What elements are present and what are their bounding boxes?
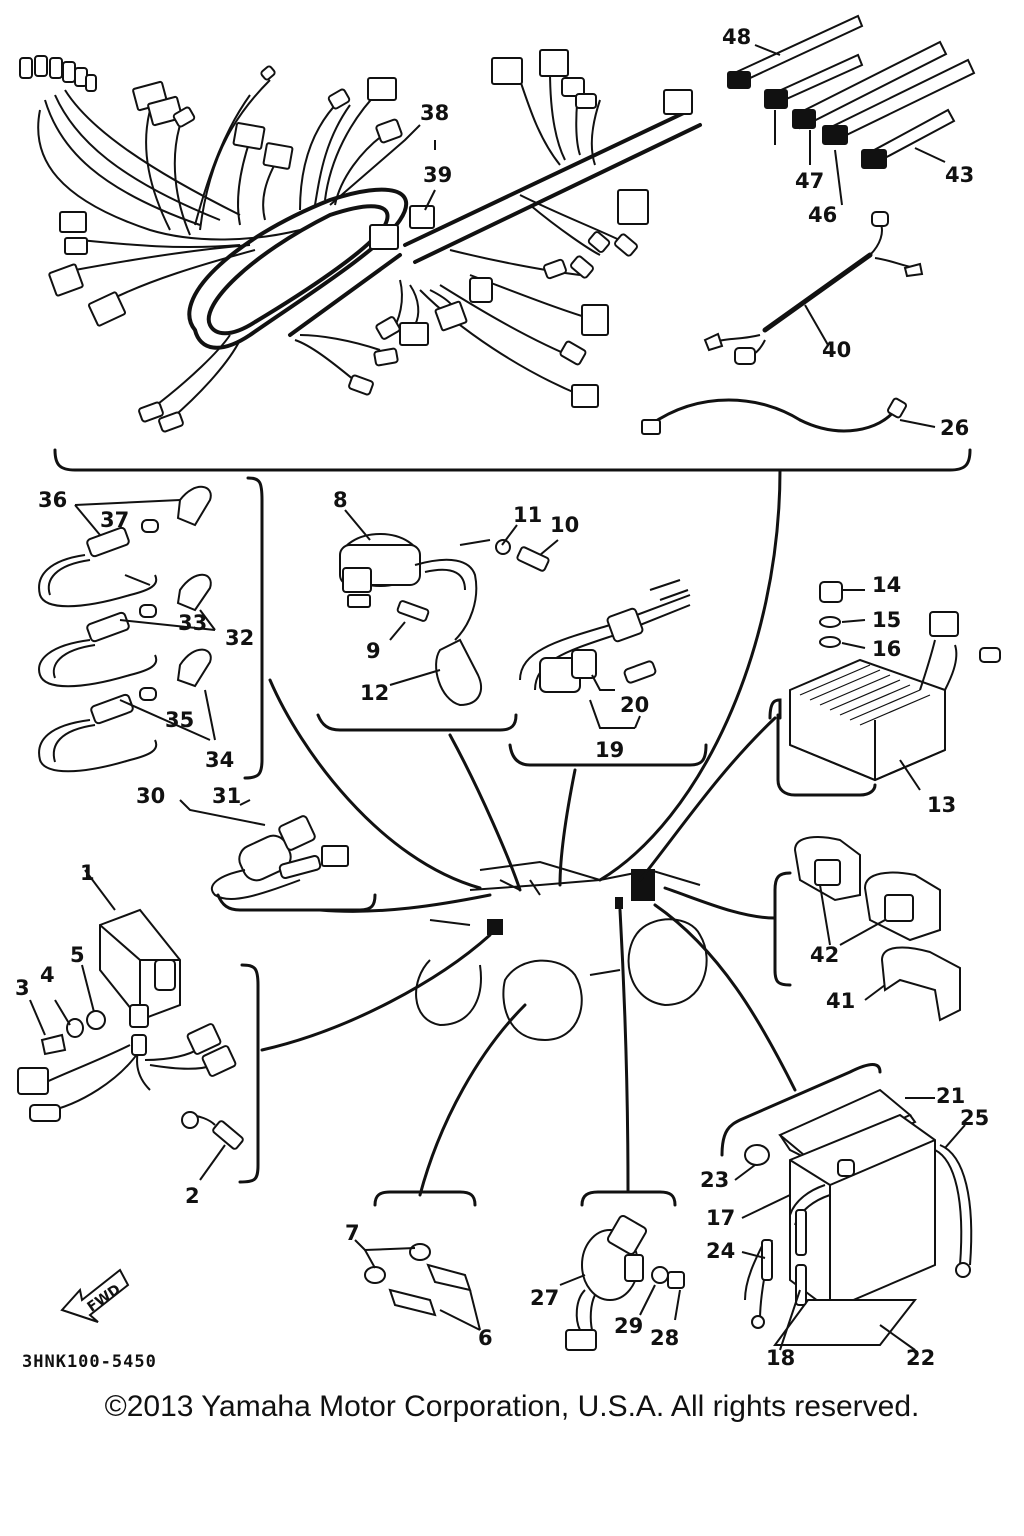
callout-4: 4 [40, 963, 55, 987]
callout-1: 1 [80, 861, 95, 885]
callout-16: 16 [872, 637, 901, 661]
callout-6: 6 [478, 1326, 493, 1350]
callout-26: 26 [940, 416, 969, 440]
callout-18: 18 [766, 1346, 795, 1370]
callout-35: 35 [165, 708, 194, 732]
callout-29: 29 [614, 1314, 643, 1338]
callout-32: 32 [225, 626, 254, 650]
callout-44-45: 46 [808, 203, 837, 227]
callout-28: 28 [650, 1326, 679, 1350]
callout-34: 34 [205, 748, 234, 772]
callout-31: 31 [212, 784, 241, 808]
callout-14: 14 [872, 573, 901, 597]
callout-36: 36 [38, 488, 67, 512]
sensor-30-31 [179, 799, 377, 912]
diagram-code: 3HNK100-5450 [22, 1352, 157, 1372]
callout-40: 40 [822, 338, 851, 362]
ignition-coil [316, 509, 559, 732]
callout-30: 30 [136, 784, 165, 808]
terminal-covers [773, 836, 961, 1022]
sensor-row-1 [38, 485, 212, 608]
callout-2: 2 [185, 1184, 200, 1208]
harness-leaders [329, 124, 436, 211]
callout-46: 47 [795, 169, 824, 193]
callout-labels: 48 47 43 46 38 39 40 26 36 37 33 32 35 3… [15, 25, 989, 1370]
fwd-arrow: FWD [60, 1268, 130, 1323]
callout-47: 48 [722, 25, 751, 49]
callout-22: 22 [906, 1346, 935, 1370]
wire-harness [19, 49, 702, 433]
callout-25: 25 [960, 1106, 989, 1130]
terminal-fan [19, 55, 97, 92]
callout-37: 37 [100, 508, 129, 532]
cable-ties [727, 14, 976, 206]
lead-26 [641, 397, 936, 435]
vehicle-outline [415, 860, 708, 1042]
callout-8: 8 [333, 488, 348, 512]
rectifier-regulator [768, 581, 1001, 797]
callout-20: 20 [620, 693, 649, 717]
callout-38: 38 [420, 101, 449, 125]
callout-27: 27 [530, 1286, 559, 1310]
battery-group [720, 1063, 973, 1351]
copyright-notice: ©2013 Yamaha Motor Corporation, U.S.A. A… [104, 1390, 920, 1423]
callout-10: 10 [550, 513, 579, 537]
callout-43: 43 [945, 163, 974, 187]
switch-19-20 [508, 579, 708, 767]
callout-24: 24 [706, 1239, 735, 1263]
assembly-leaders [260, 468, 797, 1197]
sensor-row-2 [38, 573, 212, 688]
callout-17: 17 [706, 1206, 735, 1230]
sub-lead-40 [703, 211, 924, 365]
callout-15: 15 [872, 608, 901, 632]
cdi-unit [17, 869, 260, 1184]
callout-11: 11 [513, 503, 542, 527]
callout-42: 42 [810, 943, 839, 967]
callout-33: 33 [178, 611, 207, 635]
callout-19: 19 [595, 738, 624, 762]
callout-21: 21 [936, 1084, 965, 1108]
callout-5: 5 [70, 943, 85, 967]
sensor-group [38, 476, 264, 780]
sensor-row-3 [38, 648, 212, 773]
callout-7: 7 [345, 1221, 360, 1245]
callout-12: 12 [360, 681, 389, 705]
callout-41: 41 [826, 989, 855, 1013]
callout-3: 3 [15, 976, 30, 1000]
callout-13: 13 [927, 793, 956, 817]
bulbs-6-7 [354, 1190, 481, 1331]
callout-23: 23 [700, 1168, 729, 1192]
switch-27-29 [559, 1190, 685, 1351]
callout-9: 9 [366, 639, 381, 663]
callout-39: 39 [423, 163, 452, 187]
